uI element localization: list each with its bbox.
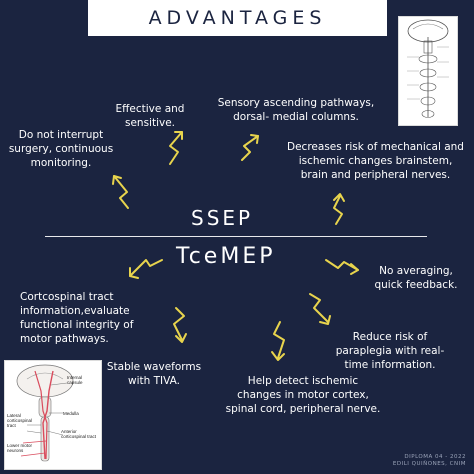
squiggle-arrow-icon (325, 259, 359, 275)
squiggle-arrow-icon (333, 193, 345, 225)
footer-credit: DIPLOMA 04 - 2022 EDILI QUIÑONES, CNIM (392, 454, 466, 467)
squiggle-arrow-icon (271, 321, 285, 361)
squiggle-arrow-icon (241, 134, 259, 161)
tcemep-item-corticospinal: Cortcospinal tract information,evaluate … (20, 291, 134, 345)
title-banner: ADVANTAGES (88, 0, 387, 36)
squiggle-arrow-icon (173, 307, 187, 343)
tcemep-heading: TceMEP (176, 244, 276, 269)
tcemep-item-ischemic-changes: Help detect ischemic changes in motor co… (225, 375, 381, 415)
tcemep-item-stable-waveforms: Stable waveforms with TIVA. (106, 361, 202, 387)
tcemep-item-no-averaging: No averaging, quick feedback. (374, 265, 458, 291)
ssep-item-decreases-risk: Decreases risk of mechanical and ischemi… (287, 141, 464, 181)
fig-label-medulla: Medulla (63, 411, 79, 416)
tcemep-item-paraplegia: Reduce risk of paraplegia with real- tim… (335, 331, 445, 371)
ssep-heading: SSEP (191, 206, 254, 230)
squiggle-arrow-icon (129, 259, 163, 279)
squiggle-arrow-icon (309, 293, 331, 325)
section-divider (45, 236, 427, 237)
ssep-item-continuous-monitoring: Do not interrupt surgery, continuous mon… (8, 129, 114, 169)
sensory-pathway-figure (398, 16, 458, 126)
squiggle-arrow-icon (169, 131, 183, 165)
squiggle-arrow-icon (112, 175, 129, 209)
ssep-item-effective-sensitive: Effective and sensitive. (115, 103, 185, 129)
page-title: ADVANTAGES (148, 7, 327, 29)
sensory-pathway-drawing (407, 19, 449, 118)
ssep-item-sensory-pathways: Sensory ascending pathways, dorsal- medi… (217, 97, 375, 123)
